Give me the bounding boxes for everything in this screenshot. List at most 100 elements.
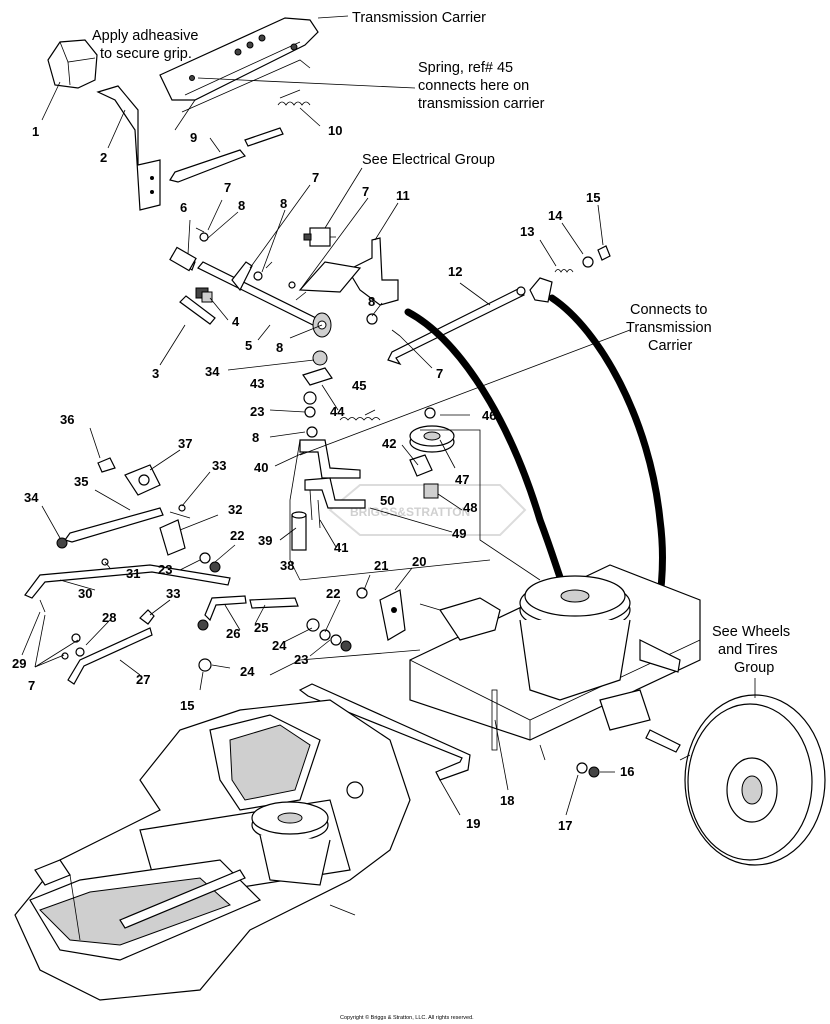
shaft-5: [197, 261, 332, 338]
left-linkage: [24, 457, 231, 685]
callout-transmission-carrier: Transmission Carrier: [352, 10, 486, 26]
wheel: [684, 694, 826, 866]
callout-connects-line3: Carrier: [648, 338, 692, 354]
part-number: 22: [230, 528, 244, 543]
part-number: 15: [586, 190, 600, 205]
rods-24-26: [197, 595, 352, 672]
part-number: 46: [482, 408, 496, 423]
part-number: 40: [254, 460, 268, 475]
part-number: 15: [180, 698, 194, 713]
part-number: 18: [500, 793, 514, 808]
watermark-text: BRIGGS&STRATTON: [350, 505, 470, 519]
part-number: 33: [166, 586, 180, 601]
part-number: 10: [328, 123, 342, 138]
part-number: 24: [240, 664, 255, 679]
linkage-13-15: [529, 245, 611, 303]
clip-4: [195, 287, 213, 303]
grip-part: [47, 39, 98, 89]
callout-connects-line2: Transmission: [626, 320, 712, 336]
part-number: 2: [100, 150, 107, 165]
copyright-text: Copyright © Briggs & Stratton, LLC. All …: [340, 1014, 474, 1021]
tube-6: [169, 246, 197, 272]
part-number: 23: [294, 652, 308, 667]
rod-9: [169, 127, 284, 183]
bracket-20: [356, 587, 406, 641]
pin-3: [179, 295, 216, 325]
linkage-cluster-middle: [291, 350, 381, 551]
part-number: 7: [224, 180, 231, 195]
callout-wheels-line3: Group: [734, 660, 774, 676]
part-number: 45: [352, 378, 366, 393]
watermark: BRIGGS&STRATTON: [328, 484, 527, 536]
part-number: 37: [178, 436, 192, 451]
part-number: 30: [78, 586, 92, 601]
part-number: 41: [334, 540, 348, 555]
bracket-part: [96, 85, 161, 211]
part-number: 44: [330, 404, 345, 419]
callout-connects-line1: Connects to: [630, 302, 707, 318]
part-number: 49: [452, 526, 466, 541]
part-number: 32: [228, 502, 242, 517]
part-number: 16: [620, 764, 634, 779]
part-number: 6: [180, 200, 187, 215]
part-number: 43: [250, 376, 264, 391]
transmission-carrier-top: [159, 17, 319, 131]
callout-apply-adhesive-line1: Apply adheasive: [92, 28, 198, 44]
part-number: 7: [312, 170, 319, 185]
part-number: 21: [374, 558, 388, 573]
part-number: 25: [254, 620, 268, 635]
part-number: 8: [276, 340, 283, 355]
callout-spring-line1: Spring, ref# 45: [418, 60, 513, 76]
transmission-assembly: [409, 564, 701, 761]
part-number: 13: [520, 224, 534, 239]
part-number: 27: [136, 672, 150, 687]
part-number: 17: [558, 818, 572, 833]
part-number: 5: [245, 338, 252, 353]
part-number: 23: [250, 404, 264, 419]
callout-see-electrical: See Electrical Group: [362, 152, 495, 168]
callout-apply-adhesive: Apply adheasive to secure grip.: [92, 28, 198, 62]
callout-wheels-line2: and Tires: [718, 642, 778, 658]
part-number: 11: [396, 188, 410, 203]
part-number: 28: [102, 610, 116, 625]
part-number: 3: [152, 366, 159, 381]
part-number: 7: [362, 184, 369, 199]
part-number: 48: [463, 500, 477, 515]
callout-spring-line3: transmission carrier: [418, 96, 545, 112]
tractor-frame: [14, 699, 411, 1001]
part-number: 8: [238, 198, 245, 213]
part-number: 14: [548, 208, 563, 223]
part-number: 4: [232, 314, 240, 329]
part-number: 20: [412, 554, 426, 569]
callout-see-wheels: See Wheels and Tires Group: [712, 624, 790, 676]
part-number: 24: [272, 638, 287, 653]
part-number: 1: [32, 124, 39, 139]
part-number: 8: [252, 430, 259, 445]
pulley-47: [409, 407, 455, 499]
part-number: 23: [158, 562, 172, 577]
part-number: 36: [60, 412, 74, 427]
part-number: 9: [190, 130, 197, 145]
part-number: 8: [368, 294, 375, 309]
bracket-11: [298, 237, 399, 306]
part-number: 19: [466, 816, 480, 831]
small-hardware-top: [195, 227, 401, 337]
part-number: 38: [280, 558, 294, 573]
part-number: 31: [126, 566, 140, 581]
part-number: 42: [382, 436, 396, 451]
part-number: 39: [258, 533, 272, 548]
part-number: 8: [280, 196, 287, 211]
part-number: 22: [326, 586, 340, 601]
callout-connects-to: Connects to Transmission Carrier: [626, 302, 712, 354]
electrical-switch: [303, 227, 336, 247]
callout-apply-adhesive-line2: to secure grip.: [100, 46, 192, 62]
callout-spring-line2: connects here on: [418, 78, 529, 94]
part-number-labels: 1 2 9 10 7 8 6 8 7 7 11 15 14 13 12 4 8 …: [12, 123, 634, 833]
callout-spring-ref: Spring, ref# 45 connects here on transmi…: [418, 60, 545, 112]
part-number: 7: [436, 366, 443, 381]
rod-12: [387, 286, 526, 366]
part-number: 7: [28, 678, 35, 693]
part-number: 12: [448, 264, 462, 279]
leader-lines: [21, 15, 756, 816]
